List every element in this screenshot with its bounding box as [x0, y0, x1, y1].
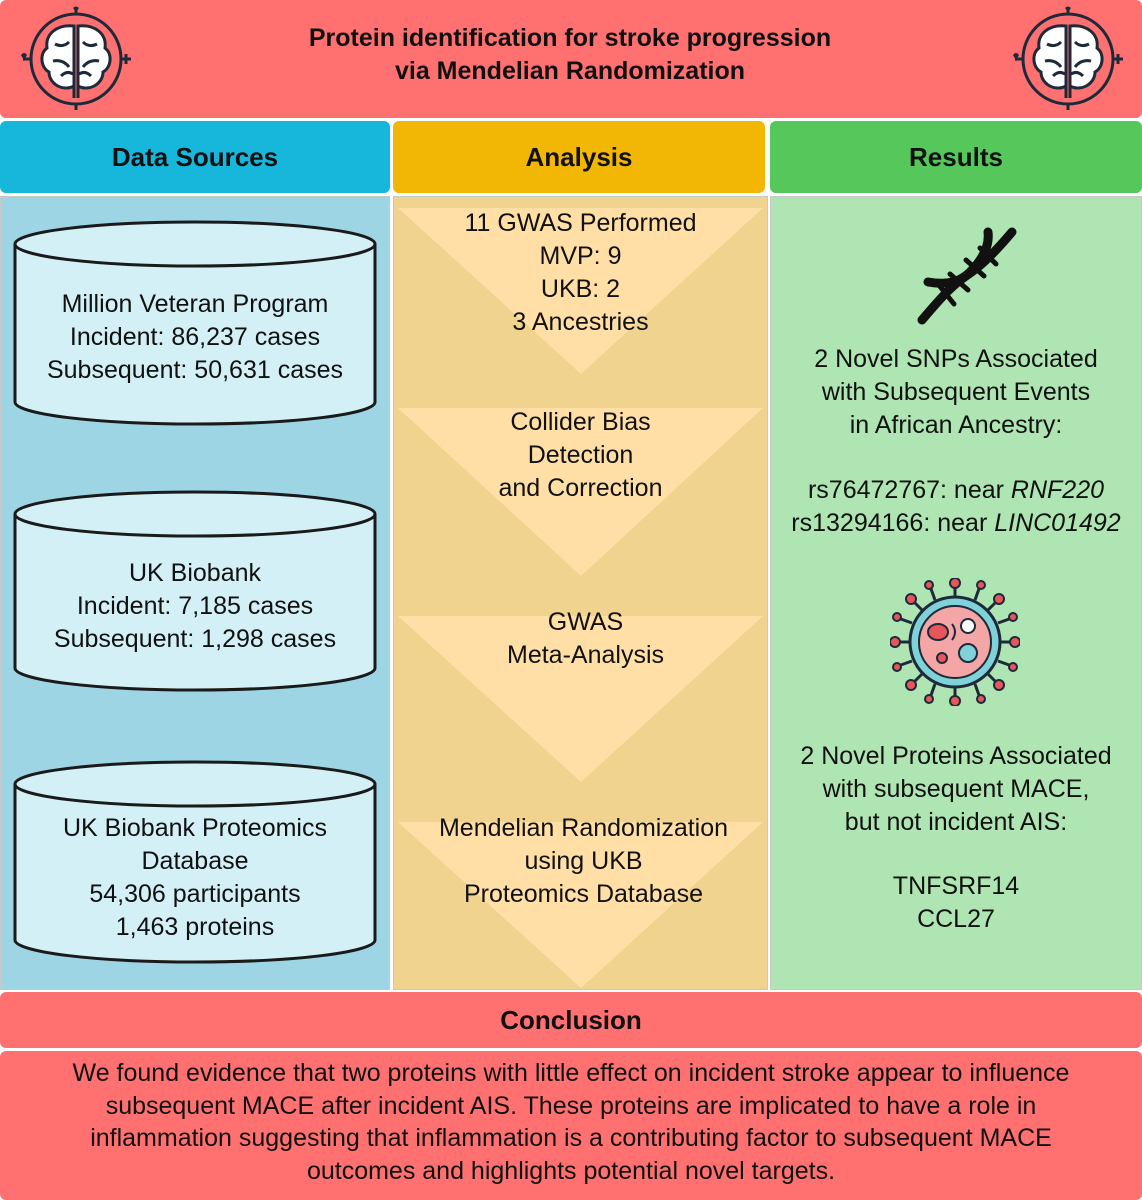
conclusion-line: We found evidence that two proteins with…: [72, 1059, 1070, 1087]
analysis-step-3: GWAS Meta-Analysis: [398, 606, 773, 672]
data-source-line: UK Biobank Proteomics: [62, 814, 327, 842]
page-title: Protein identification for stroke progre…: [160, 22, 980, 88]
cylinder-ukb-proteomics: [13, 760, 377, 964]
data-source-line: Subsequent: 50,631 cases: [46, 356, 344, 384]
data-source-ukb: UK Biobank Incident: 7,185 cases Subsequ…: [15, 557, 375, 656]
data-source-line: Subsequent: 1,298 cases: [53, 625, 337, 653]
data-source-cylinders: [13, 220, 377, 964]
arrow-step-4: [398, 822, 763, 988]
analysis-line: and Correction: [498, 474, 663, 502]
analysis-line: Collider Bias: [510, 408, 651, 436]
snp-item: rs76472767: near RNF220: [770, 474, 1142, 507]
arrow-step-2: [398, 408, 763, 576]
data-source-line: Incident: 7,185 cases: [76, 592, 314, 620]
title-banner: [0, 0, 1142, 118]
snp-id: rs13294166: near: [791, 509, 995, 537]
data-source-line: UK Biobank: [128, 559, 262, 587]
conclusion-line: subsequent MACE after incident AIS. Thes…: [105, 1091, 1037, 1120]
protein-item: TNFSRF14: [892, 872, 1020, 900]
data-source-mvp: Million Veteran Program Incident: 86,237…: [15, 288, 375, 387]
result-line: with subsequent MACE,: [822, 775, 1090, 803]
data-source-line: 1,463 proteins: [115, 913, 275, 941]
conclusion-text: We found evidence that two proteins with…: [0, 1051, 1142, 1200]
protein-findings: 2 Novel Proteins Associated with subsequ…: [770, 740, 1142, 839]
snp-list: rs76472767: near RNF220 rs13294166: near…: [770, 474, 1142, 540]
arrow-step-1: [398, 208, 763, 374]
analysis-line: Proteomics Database: [463, 880, 703, 908]
snp-id: rs76472767: near: [807, 476, 1011, 504]
title-line-1: Protein identification for stroke progre…: [308, 24, 832, 52]
analysis-line: 3 Ancestries: [512, 308, 649, 336]
protein-list: TNFSRF14 CCL27: [770, 870, 1142, 936]
data-source-line: 54,306 participants: [89, 880, 301, 908]
analysis-line: Mendelian Randomization: [438, 814, 729, 842]
analysis-step-1: 11 GWAS Performed MVP: 9 UKB: 2 3 Ancest…: [393, 207, 768, 339]
data-sources-header: Data Sources: [0, 121, 390, 193]
analysis-line: Meta-Analysis: [507, 641, 664, 669]
brain-icon: [1013, 6, 1123, 110]
analysis-line: MVP: 9: [539, 242, 622, 270]
data-source-line: Incident: 86,237 cases: [69, 323, 321, 351]
analysis-header: Analysis: [393, 121, 765, 193]
analysis-line: Detection: [527, 441, 634, 469]
analysis-arrows: [398, 208, 763, 988]
cylinder-mvp: [13, 220, 377, 426]
result-line: with Subsequent Events: [821, 378, 1091, 406]
dna-icon: [917, 227, 1017, 325]
data-source-ukb-proteomics: UK Biobank Proteomics Database 54,306 pa…: [15, 812, 375, 944]
result-line: 2 Novel SNPs Associated: [814, 345, 1098, 373]
conclusion-line: inflammation suggesting that inflammatio…: [90, 1124, 1052, 1152]
protein-item: CCL27: [917, 905, 995, 933]
result-line: in African Ancestry:: [849, 411, 1063, 439]
arrow-step-3: [398, 616, 763, 782]
snp-item: rs13294166: near LINC01492: [770, 507, 1142, 540]
result-line: 2 Novel Proteins Associated: [800, 742, 1112, 770]
data-source-line: Database: [141, 847, 249, 875]
snp-findings: 2 Novel SNPs Associated with Subsequent …: [770, 343, 1142, 442]
conclusion-header: Conclusion: [0, 992, 1142, 1048]
analysis-line: 11 GWAS Performed: [464, 209, 697, 237]
snp-gene: LINC01492: [994, 509, 1121, 537]
data-source-line: Million Veteran Program: [61, 290, 329, 318]
conclusion-line: outcomes and highlights potential novel …: [306, 1156, 836, 1185]
analysis-line: GWAS: [547, 608, 624, 636]
cell-icon: [890, 578, 1020, 706]
title-line-2: via Mendelian Randomization: [394, 57, 746, 85]
analysis-step-2: Collider Bias Detection and Correction: [393, 406, 768, 505]
analysis-line: UKB: 2: [540, 275, 621, 303]
brain-icon: [21, 6, 131, 110]
analysis-step-4: Mendelian Randomization using UKB Proteo…: [396, 812, 771, 911]
cylinder-ukb: [13, 490, 377, 692]
result-line: but not incident AIS:: [844, 808, 1068, 836]
analysis-line: using UKB: [524, 847, 643, 875]
results-header: Results: [770, 121, 1142, 193]
snp-gene: RNF220: [1010, 476, 1105, 504]
